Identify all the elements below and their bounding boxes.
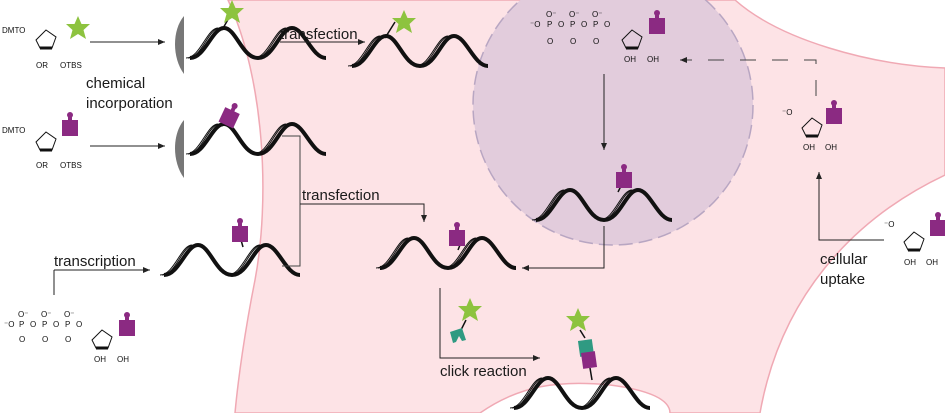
svg-text:P: P <box>547 20 552 29</box>
puzzle-label-icon <box>232 218 248 242</box>
nucleoside-extracellular: ⁻O OH OH <box>884 212 945 267</box>
nucleoside-cytoplasm: ⁻O OH OH <box>782 100 842 152</box>
puzzle-label-icon <box>930 212 945 236</box>
cellular-uptake-label: cellular <box>820 251 868 268</box>
svg-text:O: O <box>581 20 587 29</box>
svg-text:P: P <box>42 320 47 329</box>
star-label-icon <box>66 16 90 39</box>
svg-text:O: O <box>604 20 610 29</box>
cellular-uptake-label-2: uptake <box>820 271 865 288</box>
svg-text:O: O <box>547 37 553 46</box>
svg-text:O: O <box>30 320 36 329</box>
transfection-label-top: transfection <box>280 26 358 43</box>
svg-text:⁻O: ⁻O <box>530 20 540 29</box>
puzzle-nucleoside: DMTO OR OTBS <box>2 112 82 170</box>
svg-text:O: O <box>558 20 564 29</box>
transfection-label-mid: transfection <box>302 187 380 204</box>
click-product <box>566 308 598 369</box>
svg-text:O: O <box>19 335 25 344</box>
svg-text:OH: OH <box>803 143 815 152</box>
svg-text:O⁻: O⁻ <box>64 310 74 319</box>
svg-text:DMTO: DMTO <box>2 26 25 35</box>
svg-text:⁻O: ⁻O <box>4 320 14 329</box>
svg-text:O⁻: O⁻ <box>546 10 556 19</box>
ntp-nucleus: ⁻O O⁻PO O O⁻PO O O⁻PO O OH OH <box>530 10 665 64</box>
svg-text:OH: OH <box>926 258 938 267</box>
svg-text:DMTO: DMTO <box>2 126 25 135</box>
puzzle-label-icon <box>62 112 78 136</box>
svg-text:OR: OR <box>36 161 48 170</box>
svg-text:O: O <box>76 320 82 329</box>
svg-text:O: O <box>42 335 48 344</box>
svg-text:P: P <box>593 20 598 29</box>
solid-support-1 <box>175 16 184 74</box>
chemical-incorporation-label: chemical <box>86 75 145 92</box>
ntp-triphosphate: ⁻O O⁻PO O O⁻PO O O⁻PO O OH OH <box>4 310 135 364</box>
svg-text:OH: OH <box>904 258 916 267</box>
svg-text:P: P <box>19 320 24 329</box>
click-probe <box>450 298 482 343</box>
transcription-label: transcription <box>54 253 136 270</box>
svg-text:P: P <box>570 20 575 29</box>
svg-text:O: O <box>65 335 71 344</box>
solid-support-2 <box>175 120 184 178</box>
click-reaction-label: click reaction <box>440 363 527 380</box>
svg-text:OH: OH <box>825 143 837 152</box>
svg-text:OTBS: OTBS <box>60 61 82 70</box>
svg-text:O⁻: O⁻ <box>569 10 579 19</box>
svg-text:OR: OR <box>36 61 48 70</box>
svg-text:OH: OH <box>647 55 659 64</box>
puzzle-label-icon <box>119 312 135 336</box>
svg-text:OTBS: OTBS <box>60 161 82 170</box>
svg-text:OH: OH <box>624 55 636 64</box>
star-nucleoside: DMTO OR OTBS <box>2 16 90 70</box>
svg-text:P: P <box>65 320 70 329</box>
svg-text:⁻O: ⁻O <box>782 108 792 117</box>
svg-text:O: O <box>53 320 59 329</box>
svg-text:O: O <box>570 37 576 46</box>
svg-text:⁻O: ⁻O <box>884 220 894 229</box>
chemical-incorporation-label-2: incorporation <box>86 95 173 112</box>
svg-text:O⁻: O⁻ <box>41 310 51 319</box>
svg-text:O⁻: O⁻ <box>592 10 602 19</box>
svg-text:O⁻: O⁻ <box>18 310 28 319</box>
svg-text:OH: OH <box>94 355 106 364</box>
svg-text:OH: OH <box>117 355 129 364</box>
svg-text:O: O <box>593 37 599 46</box>
